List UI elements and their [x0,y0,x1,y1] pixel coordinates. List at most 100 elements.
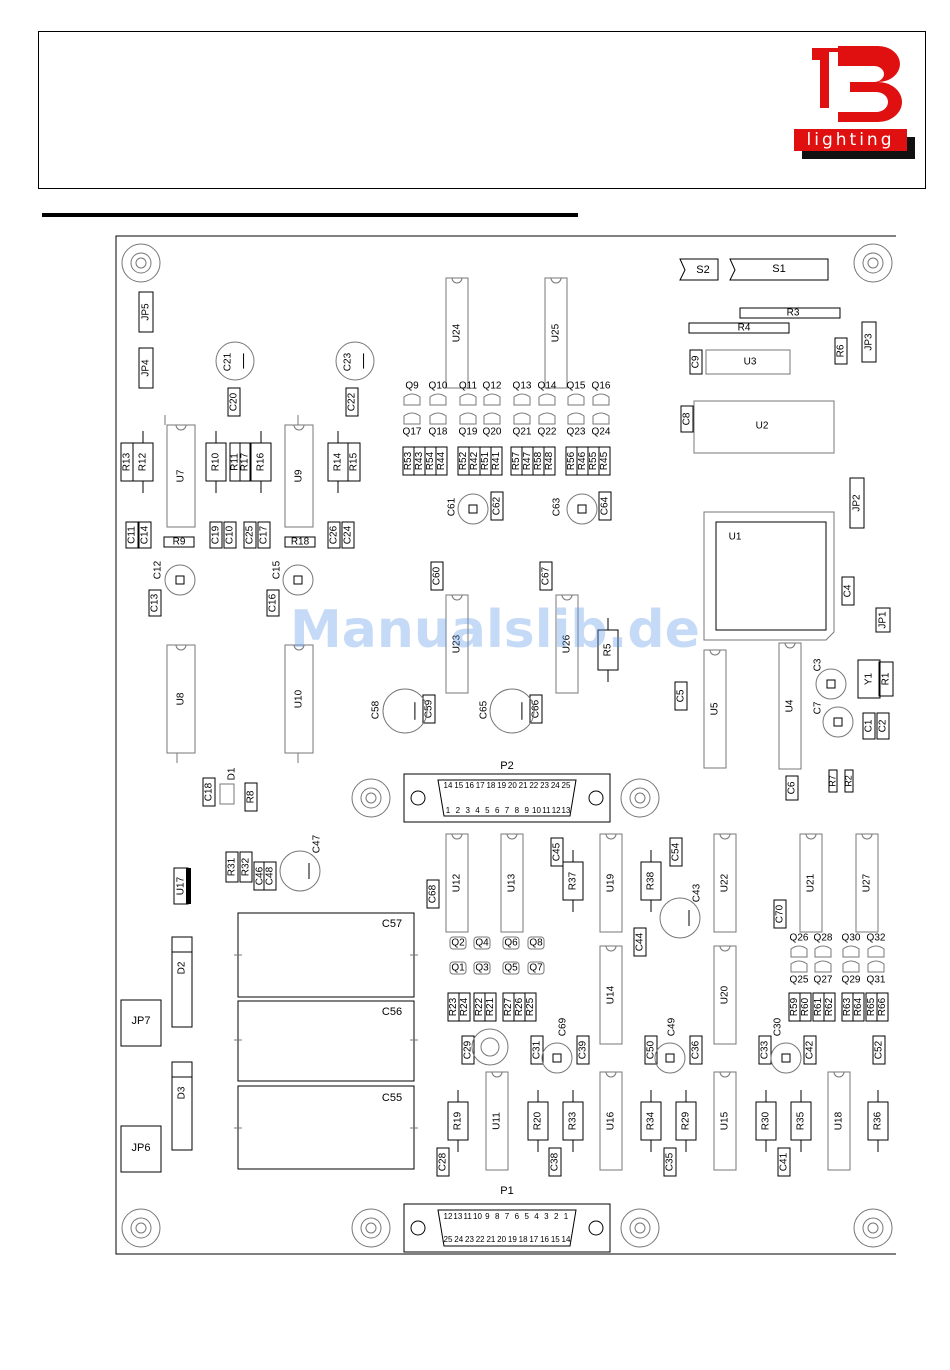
component-label: U20 [720,985,731,1004]
resistor-r15 [347,442,361,482]
component-label: U18 [834,1111,845,1130]
component-label: R26 [514,997,525,1016]
connector-pin: 9 [524,806,529,815]
capacitor-pad [552,1053,562,1063]
component-label: R20 [533,1111,544,1130]
chip-notch [805,833,817,840]
section-rule [42,213,578,217]
component-label: U21 [806,873,817,892]
component-label: Q20 [483,427,502,438]
component-label: C4 [843,584,854,597]
chip-notch [451,594,463,601]
resistor-r16 [250,442,272,482]
capacitor-c44 [633,927,647,957]
transistor-q11 [459,393,477,406]
component-label: C19 [211,525,222,544]
component-label: C3 [813,658,824,671]
capacitor-c61 [457,493,489,525]
component-label: C38 [550,1152,561,1171]
component-label: C55 [382,1092,402,1104]
component-label: C11 [127,526,138,544]
mounting-hole-ring [862,1217,884,1239]
connector-pin: 3 [544,1212,549,1221]
jumper-jp2 [849,477,865,529]
connector-pin: 25 [444,1235,453,1244]
capacitor-c58 [382,688,428,734]
capacitor-c35 [663,1147,677,1177]
capacitor-c2 [876,712,890,740]
chip-notch [175,424,187,431]
component-label: Q30 [842,933,861,944]
component-label: Q3 [475,963,489,974]
capacitor-c21 [215,341,255,381]
component-label: R61 [813,997,824,1016]
capacitor-pad [175,575,185,585]
resistor-r1 [878,661,894,697]
component-label: R10 [211,452,222,471]
connector-pin: 13 [453,1212,462,1221]
component-label: R56 [566,451,577,470]
connector-pin: 7 [505,806,510,815]
mounting-hole-ring [360,1217,382,1239]
component-label: R54 [425,451,436,470]
transistor-q18 [429,412,447,425]
component-label: R25 [525,997,536,1016]
component-label: R1 [881,672,892,685]
connector-pin: 3 [465,806,470,815]
component-label: Q32 [867,933,886,944]
capacitor-c43 [659,897,701,939]
resistor-r8 [244,782,258,812]
component-label: C42 [805,1040,816,1059]
resistor-r66 [876,992,889,1022]
transistor-q26 [790,945,808,958]
component-label: R8 [246,790,257,803]
connector-pin: 11 [464,1212,473,1221]
component-label: Q8 [529,938,543,949]
switch-s1 [729,258,829,281]
resistor-r21 [484,992,497,1022]
component-label: R44 [436,451,447,470]
mounting-hole-center [365,1222,377,1234]
connector-pin: 9 [485,1212,490,1221]
capacitor-c63 [566,493,598,525]
connector-screw [410,1220,426,1236]
component-label: S1 [772,263,785,275]
component-label: U1 [729,532,742,543]
chip-u26 [555,594,579,694]
connector-pin: 18 [486,781,495,790]
resistor-r18 [284,536,316,548]
capacitor-c60 [430,561,444,591]
component-label: R14 [333,452,344,471]
mounting-hole [121,243,161,283]
capacitor-c64 [598,491,612,521]
component-label: C50 [646,1040,657,1059]
transistor-q12 [483,393,501,406]
component-label: R3 [787,308,800,319]
connector-pin: 5 [485,806,490,815]
trimmer-pot-core [480,1037,500,1057]
resistor-r17 [239,442,251,482]
component-label: C20 [229,392,240,411]
capacitor-c25 [243,521,257,549]
component-label: D1 [227,767,238,780]
chip-notch [451,833,463,840]
chip-notch [719,945,731,952]
capacitor-pad [468,504,478,514]
capacitor-c11 [125,521,139,549]
chip-u20 [713,945,737,1045]
chip-notch [293,424,305,431]
chip-u21 [799,833,823,933]
transistor-q31 [867,960,885,973]
chip-notch [719,833,731,840]
capacitor-c12 [164,564,196,596]
component-label: R16 [256,452,267,471]
component-label: C1 [864,719,875,732]
capacitor-c38 [548,1147,562,1177]
component-label: C29 [463,1040,474,1059]
component-label: R35 [796,1111,807,1130]
logo-word: lighting [794,129,907,151]
component-label: R21 [485,997,496,1016]
connector-shell [437,1209,577,1247]
chip-u10 [284,644,314,754]
capacitor-c13 [148,589,162,617]
